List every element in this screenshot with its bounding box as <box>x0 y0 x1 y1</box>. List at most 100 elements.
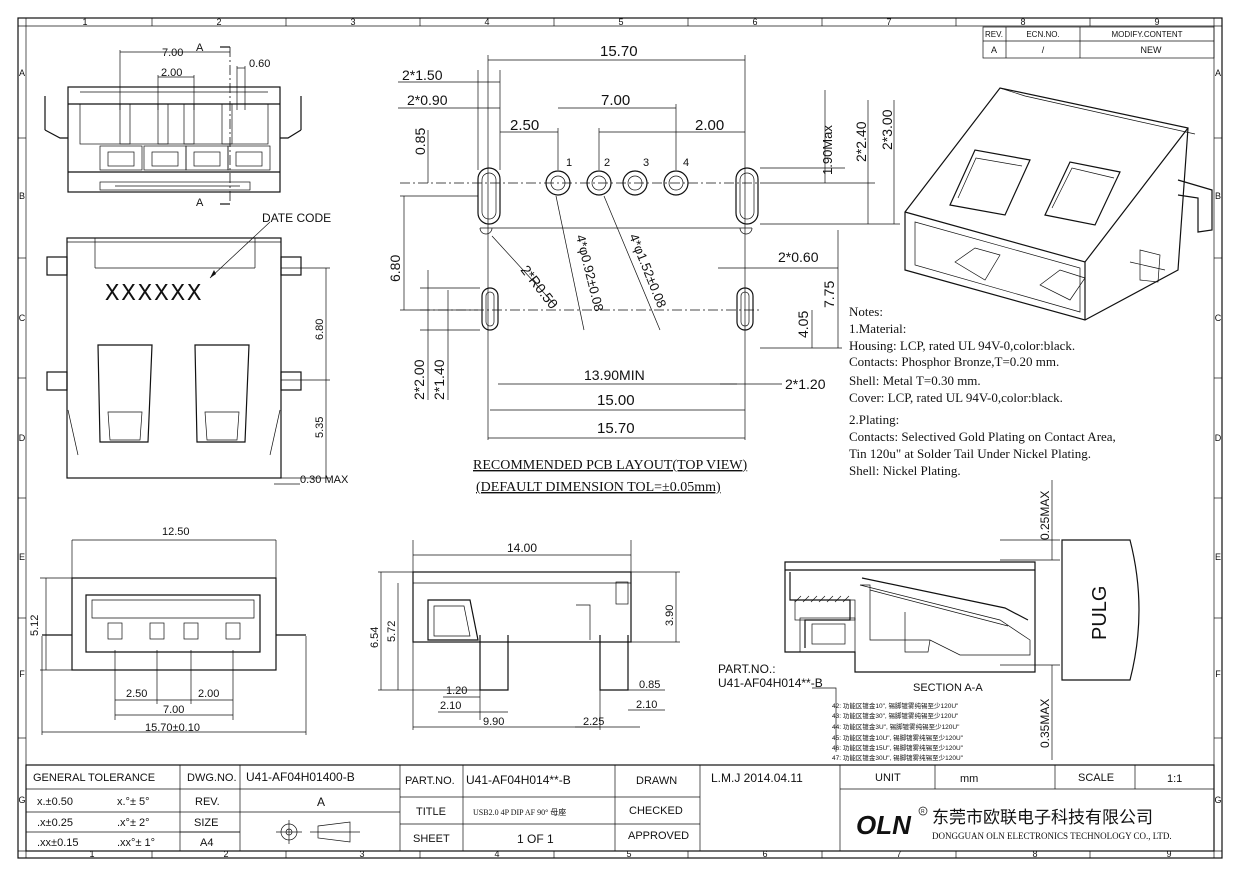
dim-13-90-min: 13.90MIN <box>584 367 645 383</box>
rev-label: REV. <box>195 796 220 808</box>
sheet-value: 1 OF 1 <box>517 832 554 846</box>
row-label: D <box>1215 433 1222 443</box>
tol-linear: x.±0.50 <box>37 796 73 808</box>
dim-2-10-left: 2.10 <box>440 700 461 712</box>
dim-5-12: 5.12 <box>29 615 41 636</box>
modify-header: MODIFY.CONTENT <box>1112 30 1183 39</box>
row-label: G <box>18 795 25 805</box>
dim-2-50: 2.50 <box>510 117 539 134</box>
dim-9-90: 9.90 <box>483 716 504 728</box>
tol-linear: .x±0.25 <box>37 817 73 829</box>
dim-0-35-max: 0.35MAX <box>1038 699 1052 748</box>
notes-line: Shell: Metal T=0.30 mm. <box>849 373 981 388</box>
dim-2xr0-50: 2*R0.50 <box>518 262 562 312</box>
dim-2x1-20: 2*1.20 <box>785 376 826 392</box>
dim-2-25: 2.25 <box>583 716 604 728</box>
dim-2x3-00: 2*3.00 <box>879 109 895 150</box>
dim-2-00-front: 2.00 <box>198 688 219 700</box>
date-code-value: XXXXXX <box>105 281 203 308</box>
notes-line: Shell: Nickel Plating. <box>849 463 961 478</box>
drawn-value: L.M.J 2014.04.11 <box>711 771 803 785</box>
dim-hole-large: 4*φ1.52±0.08 <box>626 232 669 310</box>
rev-value: A <box>991 45 997 55</box>
dim-0-85-profile: 0.85 <box>639 679 660 691</box>
col-label: 2 <box>223 849 228 859</box>
row-label: B <box>19 191 25 201</box>
section-label: SECTION A-A <box>913 682 983 694</box>
dim-2-00-pcb: 2.00 <box>695 117 724 134</box>
section-part-no-value: U41-AF04H014**-B <box>718 676 823 690</box>
col-label: 5 <box>618 17 623 27</box>
drawn-label: DRAWN <box>636 775 677 787</box>
col-label: 6 <box>762 849 767 859</box>
dim-2x0-60: 2*0.60 <box>778 249 819 265</box>
dim-2-00: 2.00 <box>161 67 182 79</box>
modify-value: NEW <box>1141 45 1163 55</box>
ecn-value: / <box>1042 45 1045 55</box>
notes-line: Contacts: Phosphor Bronze,T=0.20 mm. <box>849 354 1059 369</box>
notes-line: Contacts: Selectived Gold Plating on Con… <box>849 429 1116 444</box>
dim-5-72: 5.72 <box>386 621 398 642</box>
body-top-view: XXXXXX DATE CODE 6.80 5.35 0.30 MAX <box>46 211 349 486</box>
tol-angle: x.°± 5° <box>117 796 150 808</box>
notes-block: Notes: 1.Material: Housing: LCP, rated U… <box>849 304 1116 478</box>
dim-15-70-bottom: 15.70 <box>597 420 635 437</box>
row-label: F <box>1215 669 1221 679</box>
part-no-label: PART.NO. <box>405 775 455 787</box>
dim-7-75: 7.75 <box>821 281 837 308</box>
ecn-header: ECN.NO. <box>1026 30 1059 39</box>
variant-line: 45: 功能区镀金10U", 锡脚镀雾纯锡至少120U" <box>832 733 964 742</box>
variant-line: 46: 功能区镀金15U", 锡脚镀雾纯锡至少120U" <box>832 743 964 752</box>
size-value: A4 <box>200 837 213 849</box>
col-label: 8 <box>1020 17 1025 27</box>
pin-number: 4 <box>683 157 689 169</box>
dim-1-90-max: 1.90Max <box>820 125 835 175</box>
row-label: G <box>1214 795 1221 805</box>
section-mark-a: A <box>196 197 204 209</box>
dwg-no-value: U41-AF04H01400-B <box>246 770 355 784</box>
notes-title: Notes: <box>849 304 883 319</box>
pcb-caption: RECOMMENDED PCB LAYOUT(TOP VIEW) <box>473 458 748 473</box>
col-label: 8 <box>1032 849 1037 859</box>
tol-linear: .xx±0.15 <box>37 837 79 849</box>
unit-value: mm <box>960 773 978 785</box>
dim-7-00-front: 7.00 <box>163 704 184 716</box>
row-label: E <box>1215 552 1221 562</box>
general-tolerance-label: GENERAL TOLERANCE <box>33 772 155 784</box>
variant-line: 47: 功能区镀金30U", 锡脚镀雾纯锡至少120U" <box>832 753 964 762</box>
row-label: C <box>1215 313 1222 323</box>
col-label: 6 <box>752 17 757 27</box>
dim-0-60: 0.60 <box>249 58 270 70</box>
drawing-frame: 1 2 3 4 5 6 7 8 9 1 2 3 4 5 6 7 8 9 A B … <box>17 17 1223 859</box>
col-label: 4 <box>484 17 489 27</box>
scale-value: 1:1 <box>1167 773 1182 785</box>
dim-12-50: 12.50 <box>162 526 190 538</box>
row-label: C <box>19 313 26 323</box>
rev-value: A <box>317 795 325 809</box>
isometric-view <box>904 87 1213 321</box>
row-label: D <box>19 433 26 443</box>
company-name-cn: 东莞市欧联电子科技有限公司 <box>932 808 1153 827</box>
dim-6-80-pcb: 6.80 <box>387 255 403 282</box>
notes-line: 2.Plating: <box>849 412 899 427</box>
dim-7-00: 7.00 <box>162 47 183 59</box>
dim-6-54: 6.54 <box>369 627 381 648</box>
col-label: 1 <box>82 17 87 27</box>
scale-label: SCALE <box>1078 772 1114 784</box>
dim-15-00: 15.00 <box>597 392 635 409</box>
dim-1-20: 1.20 <box>446 685 467 697</box>
pcb-tolerance-note: (DEFAULT DIMENSION TOL=±0.05mm) <box>476 480 721 495</box>
col-label: 3 <box>350 17 355 27</box>
row-label: A <box>19 68 25 78</box>
pin-number: 1 <box>566 157 572 169</box>
approved-label: APPROVED <box>628 830 689 842</box>
size-label: SIZE <box>194 817 218 829</box>
dim-2-10-right: 2.10 <box>636 699 657 711</box>
dim-2x2-00: 2*2.00 <box>411 359 427 400</box>
revision-table: REV. ECN.NO. MODIFY.CONTENT A / NEW <box>982 26 1215 59</box>
dim-0-30-max: 0.30 MAX <box>300 474 349 486</box>
title-value: USB2.0 4P DIP AF 90° 母座 <box>473 807 566 817</box>
dim-6-80: 6.80 <box>314 319 326 340</box>
pin-number: 3 <box>643 157 649 169</box>
